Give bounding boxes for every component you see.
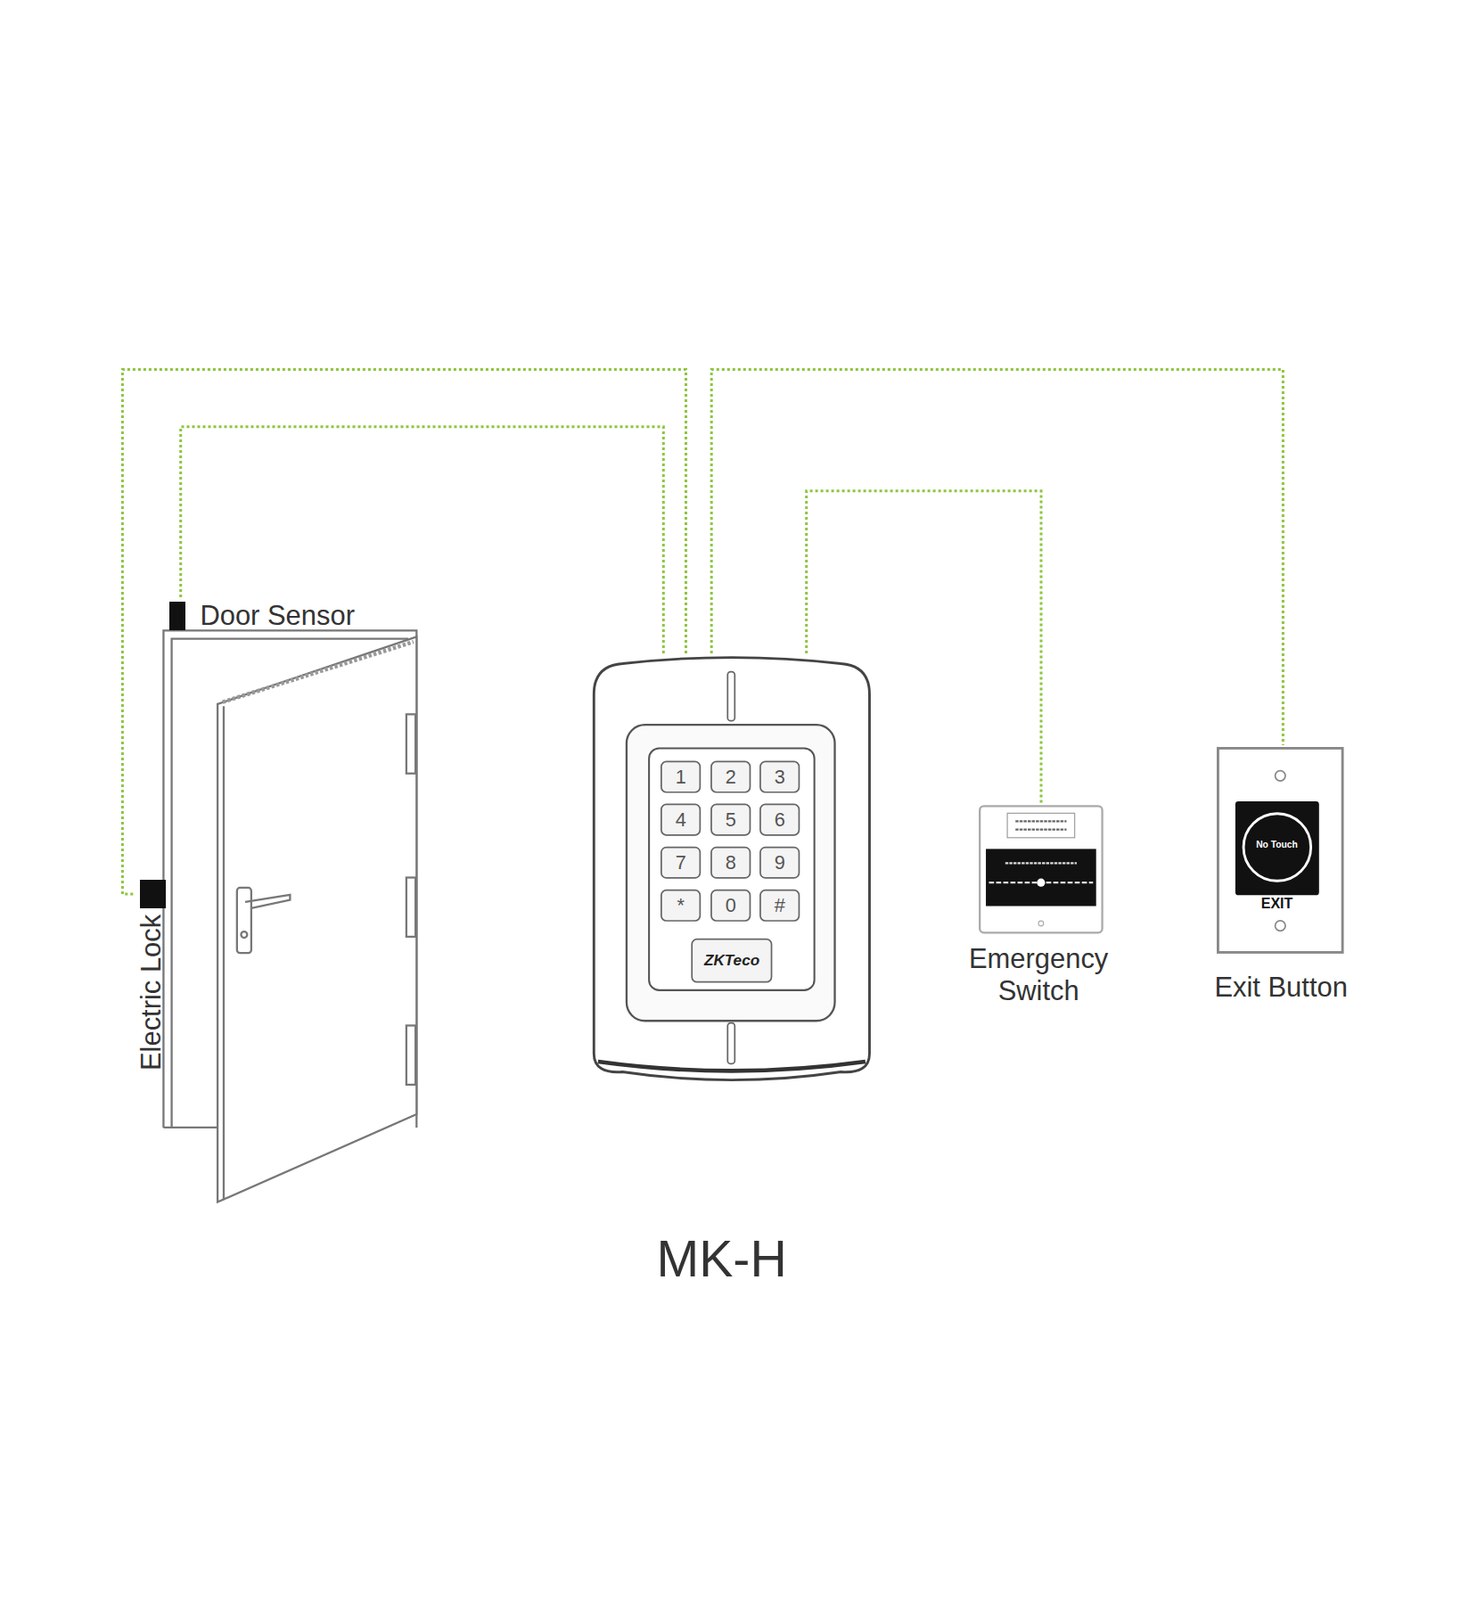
exit-plate: [1217, 747, 1343, 952]
led-slot: [727, 1022, 735, 1064]
door-top-edge: [222, 641, 414, 703]
caption: MK-H: [517, 1230, 927, 1289]
led-slot: [727, 671, 735, 721]
fine-print-stroke: [1015, 828, 1067, 831]
key-number: 4: [661, 807, 701, 832]
front-panel: [626, 724, 836, 1021]
key-number: 6: [760, 807, 800, 832]
key: [711, 761, 751, 792]
key: [760, 761, 800, 792]
hinge: [406, 1025, 416, 1084]
switch-label-plate: [1007, 813, 1075, 838]
logo-button: [691, 939, 772, 983]
key: [661, 846, 701, 878]
device-housing: [593, 656, 870, 1080]
key-number: *: [661, 893, 701, 918]
electric-lock: Electric Lock: [134, 877, 168, 1075]
exit-label: Exit Button: [1183, 971, 1379, 1004]
lock-block: [139, 879, 166, 909]
key: [760, 890, 800, 921]
key: [711, 890, 751, 921]
door-frame-bottom: [163, 1126, 218, 1129]
screw-hole: [1038, 920, 1044, 927]
emergency-switch: Emergency Switch: [964, 804, 1113, 1007]
exit-button: No TouchEXITExit Button: [1214, 745, 1348, 1019]
key-number: 7: [661, 850, 701, 875]
key: [711, 846, 751, 878]
switch-black-band: [985, 849, 1097, 907]
wire: [180, 426, 665, 654]
handle-lever: [245, 894, 290, 909]
key-number: 1: [661, 764, 701, 789]
door-sensor: Door Sensor: [169, 599, 355, 632]
switch-housing: [979, 806, 1102, 934]
exit-button-body: [1214, 745, 1348, 960]
exit-text: EXIT: [1235, 894, 1320, 911]
sensor-label: Door Sensor: [199, 599, 355, 632]
key-number: #: [760, 893, 800, 918]
touch-ring: [1243, 813, 1312, 882]
screw-hole: [1274, 920, 1285, 931]
key-number: 0: [711, 893, 751, 918]
fine-print-stroke: [1015, 820, 1067, 823]
switch-dot: [1036, 878, 1045, 887]
brand-logo: ZKTeco: [691, 948, 772, 973]
key: [711, 804, 751, 835]
lock-label: Electric Lock: [135, 914, 168, 1071]
key-number: 2: [711, 764, 751, 789]
sensor-block: [169, 601, 186, 631]
key-number: 5: [711, 807, 751, 832]
switch-label: Emergency Switch: [968, 943, 1108, 1007]
key: [661, 761, 701, 792]
key-number: 9: [760, 850, 800, 875]
keypad-device: 123 456 789 * 0 # ZKTeco: [591, 653, 872, 1084]
keypad-area: [648, 747, 815, 990]
open-door: [217, 636, 417, 1202]
hinge: [406, 877, 416, 937]
key: [661, 890, 701, 921]
emergency-switch-body: [964, 804, 1113, 939]
key-number: 8: [711, 850, 751, 875]
door-edge: [222, 705, 225, 1200]
key: [760, 804, 800, 835]
key: [661, 804, 701, 835]
screw-hole: [1274, 771, 1285, 781]
fine-print-stroke: [1005, 862, 1077, 865]
touch-text: No Touch: [1243, 839, 1312, 851]
keyhole: [240, 931, 247, 938]
sensor-panel: [1235, 801, 1320, 895]
hinge: [406, 713, 416, 773]
key-number: 3: [760, 764, 800, 789]
key: [760, 846, 800, 878]
handle-plate: [237, 887, 252, 953]
